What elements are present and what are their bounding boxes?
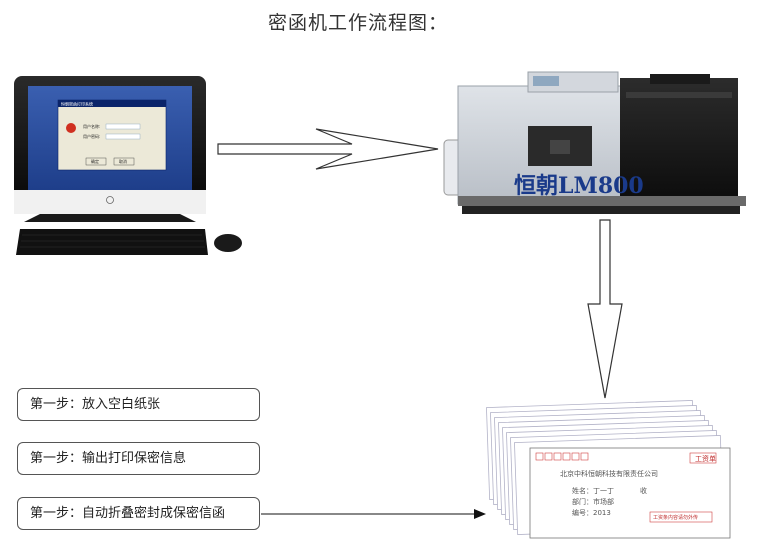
login-dialog: 恒朝密函打印系统 用户名称: 用户密码: 确定 取消 [57,99,167,171]
page-title: 密函机工作流程图： [268,12,449,34]
envelope-company: 北京中科恒朝科技有限责任公司 [560,469,658,478]
dialog-field1-label: 用户名称: [83,123,100,129]
arrow-machine-to-envelopes [587,219,623,399]
dialog-ok-button: 确定 [91,158,99,164]
dialog-field2-label: 用户密码: [83,133,100,139]
envelope-stack: 工资单 北京中科恒朝科技有限责任公司 姓名：丁一丁 收 部门：市场部 编号：20… [486,400,731,539]
arrow-computer-to-machine [217,128,439,170]
envelope-footer: 工资条内容请勿外传 [653,514,698,521]
dialog-title: 恒朝密函打印系统 [61,101,93,107]
step-3-box: 第一步：自动折叠密封成保密信函 [17,497,260,530]
computer-monitor: 恒朝密函打印系统 用户名称: 用户密码: 确定 取消 [14,76,206,222]
envelope-machine: 恒朝LM800 [443,71,746,214]
keyboard [16,229,208,255]
envelope-name: 姓名：丁一丁 [572,486,614,495]
hp-logo-icon [106,196,114,204]
envelope-stamp: 工资单 [695,454,716,463]
dialog-cancel-button: 取消 [119,158,127,164]
mouse [214,234,242,252]
machine-brand-label: 恒朝LM800 [514,173,644,199]
envelope-dept: 部门：市场部 [572,497,614,506]
arrow-step3-to-envelopes [261,509,486,519]
step-1-box: 第一步：放入空白纸张 [17,388,260,421]
envelope-number: 编号：2013 [572,508,611,517]
envelope-receive: 收 [640,486,647,495]
step-2-box: 第一步：输出打印保密信息 [17,442,260,475]
